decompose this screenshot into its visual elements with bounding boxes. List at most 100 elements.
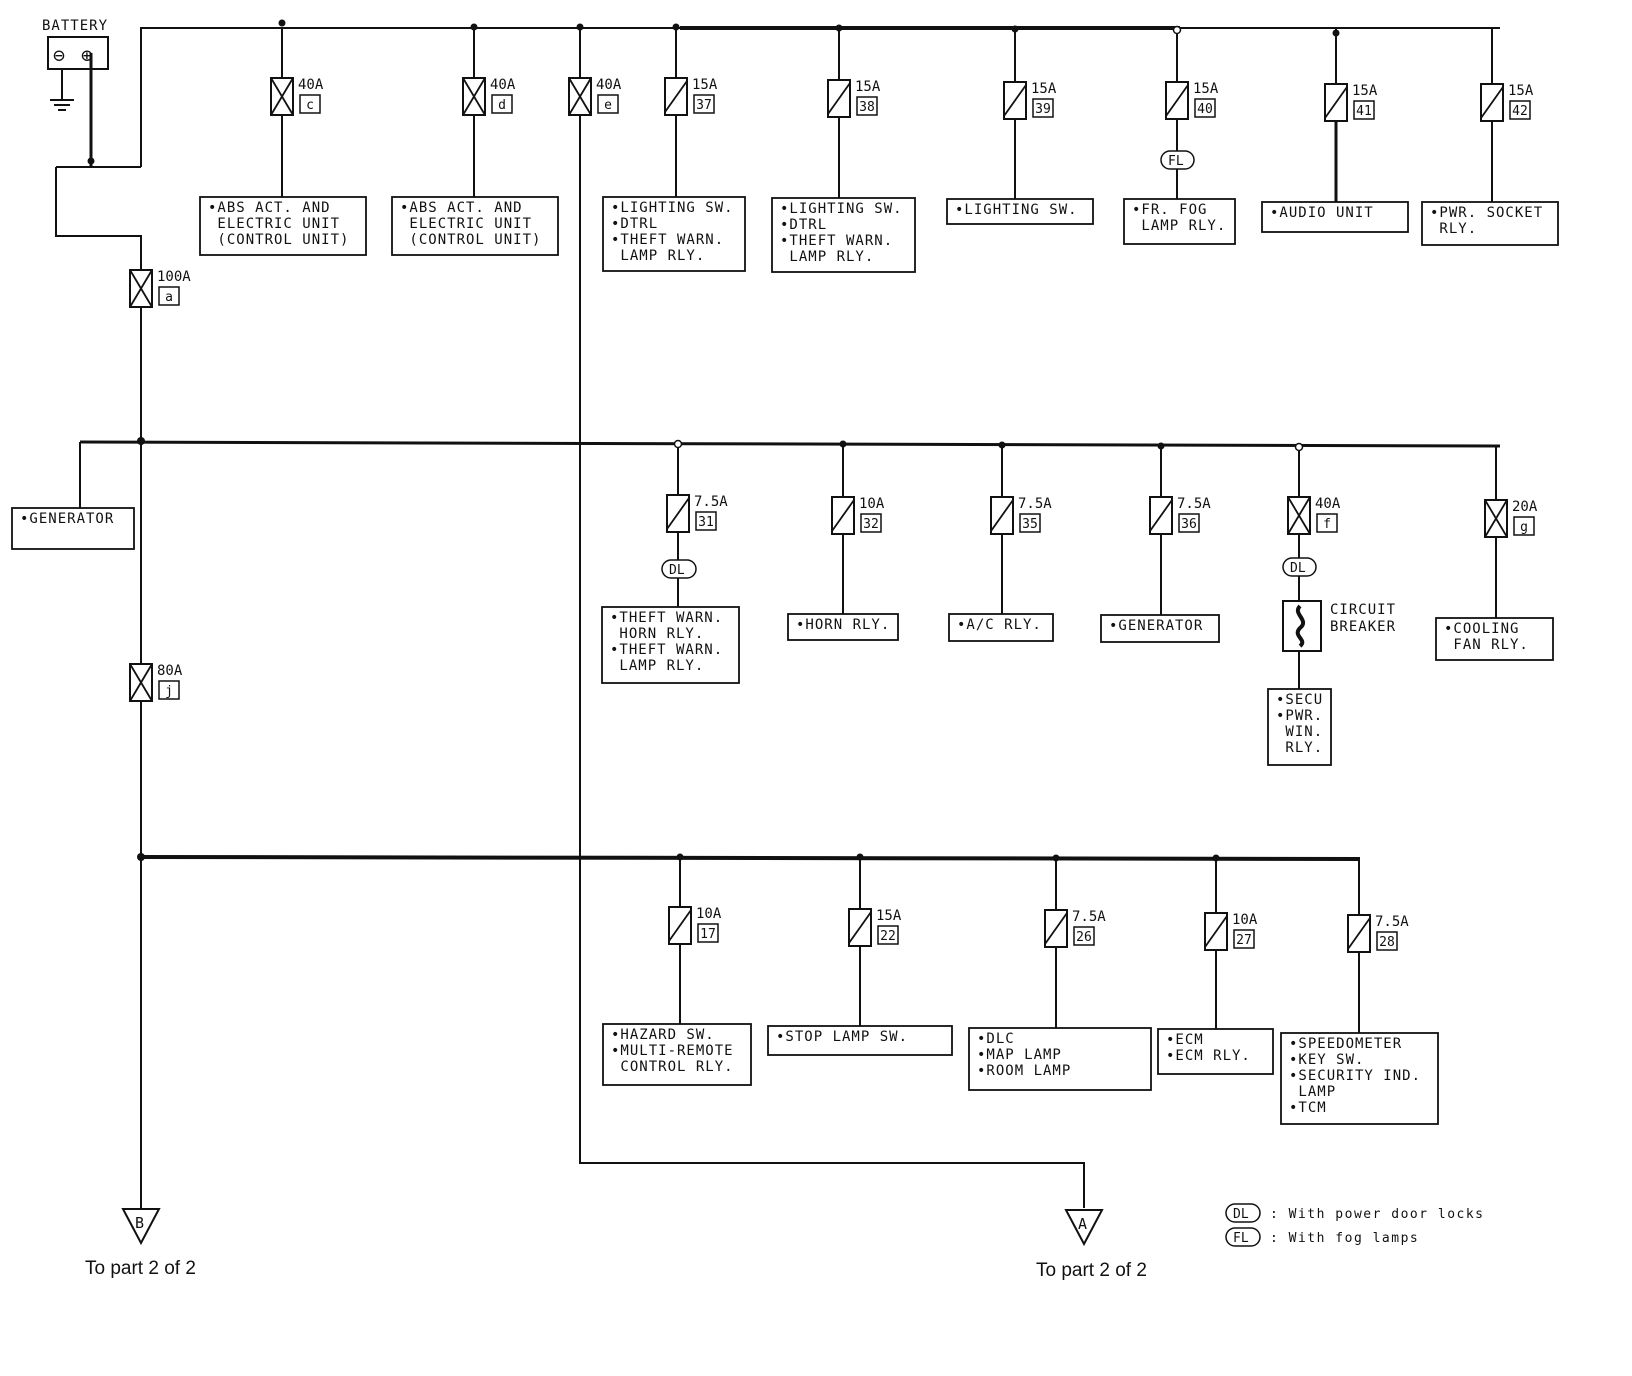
load-box-g-line: FAN RLY. [1444, 637, 1529, 653]
load-box-42: •PWR. SOCKET RLY. [1421, 201, 1559, 246]
option-tag-dl-31: DL [661, 559, 697, 579]
fuse-e-rating: 40A [596, 77, 622, 93]
svg-text:FL: FL [1233, 1231, 1249, 1246]
fuse-32-id: 32 [863, 517, 879, 532]
junction-dots [87, 19, 1340, 862]
fuse-26: 7.5A 26 [1044, 909, 1106, 948]
fuse-42-id: 42 [1512, 104, 1528, 119]
load-box-27-line: •ECM RLY. [1166, 1048, 1251, 1064]
load-box-39: •LIGHTING SW. [946, 198, 1094, 225]
svg-text:DL: DL [1290, 561, 1306, 576]
fuse-26-id: 26 [1076, 930, 1092, 945]
connector-a-text: To part 2 of 2 [1036, 1260, 1147, 1281]
load-box-f-line: •PWR. [1276, 708, 1323, 724]
load-box-27-line: •ECM [1166, 1032, 1204, 1048]
load-box-40-line: LAMP RLY. [1132, 218, 1226, 234]
wires [55, 26, 1501, 1210]
option-tag-fl-40: FL [1160, 150, 1195, 170]
fuse-31-rating: 7.5A [694, 494, 728, 510]
fuse-27-id: 27 [1236, 933, 1252, 948]
fuse-38-id: 38 [859, 100, 875, 115]
connector-b-icon [121, 1208, 161, 1246]
load-box-37-line: LAMP RLY. [611, 248, 705, 264]
load-box-42-line: RLY. [1430, 221, 1477, 237]
load-box-d: •ABS ACT. AND ELECTRIC UNIT (CONTROL UNI… [391, 196, 559, 256]
fuse-27-rating: 10A [1232, 912, 1258, 928]
fuse-31: 7.5A 31 [666, 494, 728, 533]
fuse-40-rating: 15A [1193, 81, 1219, 97]
load-box-26: •DLC•MAP LAMP•ROOM LAMP [968, 1027, 1152, 1091]
fuse-31-id: 31 [698, 515, 714, 530]
connector-a-letter: A [1078, 1215, 1087, 1233]
load-box-d-line: •ABS ACT. AND [400, 200, 523, 216]
option-tag-dl-f: DL [1282, 557, 1317, 577]
load-box-f-line: •SECU [1276, 692, 1323, 708]
load-box-41-line: •AUDIO UNIT [1270, 205, 1374, 221]
fuse-17-rating: 10A [696, 906, 722, 922]
fuse-26-rating: 7.5A [1072, 909, 1106, 925]
load-box-17: •HAZARD SW.•MULTI-REMOTE CONTROL RLY. [602, 1023, 752, 1086]
load-box-17-line: CONTROL RLY. [611, 1059, 734, 1075]
load-box-gen1-line: •GENERATOR [20, 511, 114, 527]
circuit-breaker-label-2: BREAKER [1330, 619, 1396, 635]
load-box-c: •ABS ACT. AND ELECTRIC UNIT (CONTROL UNI… [199, 196, 367, 256]
connector-b-letter: B [135, 1214, 144, 1232]
connector-b-text: To part 2 of 2 [85, 1258, 196, 1279]
fuse-j-id: j [165, 684, 173, 699]
battery-negative-icon: ⊖ [53, 43, 65, 67]
connector-b: B To part 2 of 2 [85, 1208, 196, 1279]
load-box-38: •LIGHTING SW.•DTRL•THEFT WARN. LAMP RLY. [771, 197, 916, 273]
load-box-27: •ECM•ECM RLY. [1157, 1028, 1274, 1075]
fuse-d-id: d [498, 98, 506, 113]
load-box-32-line: •HORN RLY. [796, 617, 890, 633]
load-box-31-line: •THEFT WARN. [610, 610, 723, 626]
load-box-c-line: ELECTRIC UNIT [208, 216, 340, 232]
load-box-28-line: •SPEEDOMETER [1289, 1036, 1402, 1052]
load-box-28: •SPEEDOMETER•KEY SW.•SECURITY IND. LAMP•… [1280, 1032, 1439, 1125]
fuse-a-id: a [165, 290, 173, 305]
load-box-g: •COOLING FAN RLY. [1435, 617, 1554, 661]
fuse-35-id: 35 [1022, 517, 1038, 532]
fuse-g-id: g [1520, 520, 1528, 535]
load-box-22-line: •STOP LAMP SW. [776, 1029, 908, 1045]
load-box-d-line: (CONTROL UNIT) [400, 232, 541, 248]
fuse-22-id: 22 [880, 929, 896, 944]
connector-a-icon [1064, 1209, 1104, 1247]
load-box-39-line: •LIGHTING SW. [955, 202, 1078, 218]
load-box-28-line: •TCM [1289, 1100, 1327, 1116]
load-box-31-line: LAMP RLY. [610, 658, 704, 674]
load-box-37: •LIGHTING SW.•DTRL•THEFT WARN. LAMP RLY. [602, 196, 746, 272]
fuse-c-rating: 40A [298, 77, 324, 93]
fuse-c-id: c [306, 98, 314, 113]
battery-body [47, 36, 109, 70]
load-box-gen1: •GENERATOR [11, 507, 135, 550]
load-box-f-line: RLY. [1276, 740, 1323, 756]
load-box-42-line: •PWR. SOCKET [1430, 205, 1543, 221]
load-box-36: •GENERATOR [1100, 614, 1220, 643]
load-box-26-line: •ROOM LAMP [977, 1063, 1071, 1079]
fuse-42-rating: 15A [1508, 83, 1534, 99]
fuse-22-rating: 15A [876, 908, 902, 924]
legend-fl: FL : With fog lamps [1225, 1227, 1419, 1247]
load-box-f-line: WIN. [1276, 724, 1323, 740]
load-box-41: •AUDIO UNIT [1261, 201, 1409, 233]
legend-fl-text: : With fog lamps [1270, 1231, 1419, 1246]
fuse-37-rating: 15A [692, 77, 718, 93]
load-box-40: •FR. FOG LAMP RLY. [1123, 198, 1236, 245]
load-box-40-line: •FR. FOG [1132, 202, 1207, 218]
fuse-f-id: f [1323, 517, 1331, 532]
